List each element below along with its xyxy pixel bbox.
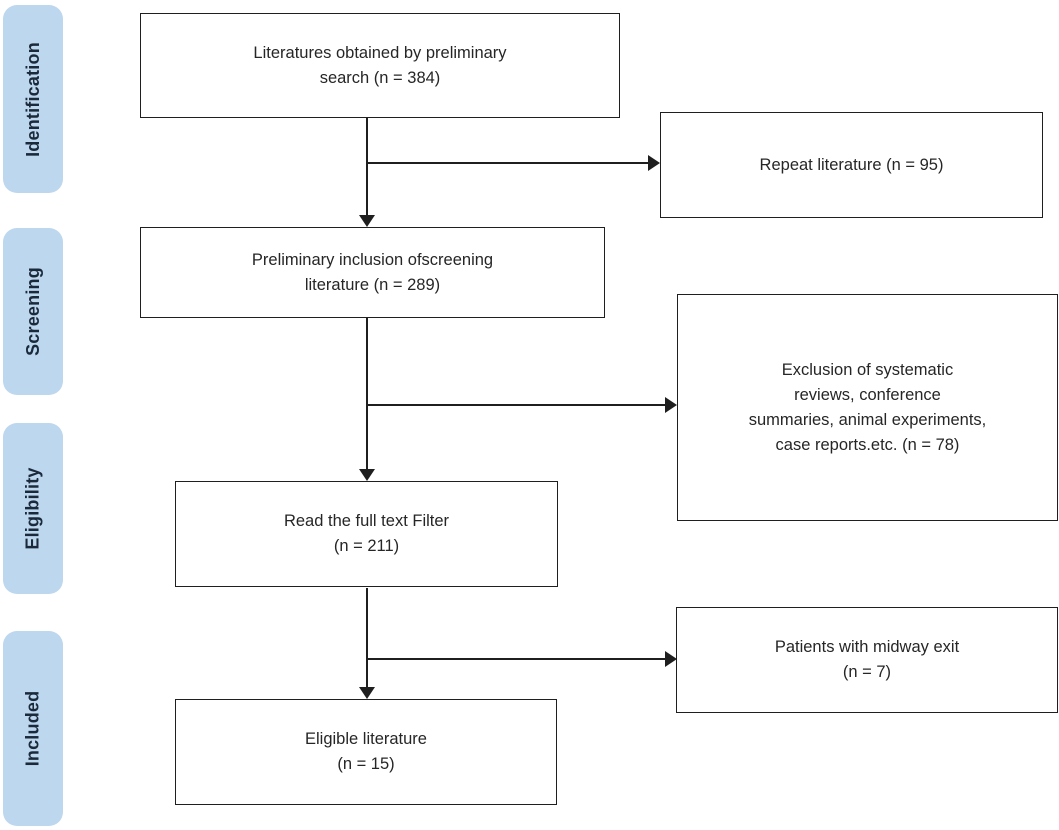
box-repeat-literature: Repeat literature (n = 95) [660,112,1043,218]
arrow-right-to-exclusion-icon [665,397,677,413]
box-eligible-literature: Eligible literature (n = 15) [175,699,557,805]
box-full-text-filter-text: Read the full text Filter (n = 211) [283,512,450,555]
box-exclusion: Exclusion of systematic reviews, confere… [677,294,1058,521]
box-eligible-literature-text: Eligible literature (n = 15) [305,730,427,773]
connector-search-to-screening-line [366,118,368,216]
stage-screening: Screening [3,228,63,395]
arrow-down-to-screening-icon [359,215,375,227]
arrow-down-to-eligible-icon [359,687,375,699]
arrow-down-to-fulltext-icon [359,469,375,481]
stage-identification: Identification [3,5,63,193]
box-midway-exit: Patients with midway exit (n = 7) [676,607,1058,713]
stage-screening-label: Screening [22,267,43,356]
box-preliminary-search-text: Literatures obtained by preliminary sear… [253,43,507,87]
stage-included: Included [3,631,63,826]
box-preliminary-inclusion: Preliminary inclusion ofscreening litera… [140,227,605,318]
connector-to-repeat-line [367,162,649,164]
arrow-right-to-midway-icon [665,651,677,667]
connector-screening-to-fulltext-line [366,318,368,470]
box-exclusion-text: Exclusion of systematic reviews, confere… [748,360,987,454]
stage-eligibility-label: Eligibility [22,467,43,550]
stage-eligibility: Eligibility [3,423,63,594]
box-preliminary-search: Literatures obtained by preliminary sear… [140,13,620,118]
box-preliminary-inclusion-text: Preliminary inclusion ofscreening litera… [251,250,494,294]
box-midway-exit-text: Patients with midway exit (n = 7) [774,638,960,681]
connector-to-exclusion-line [367,404,666,406]
stage-included-label: Included [22,690,43,767]
arrow-right-to-repeat-icon [648,155,660,171]
box-repeat-literature-text: Repeat literature (n = 95) [759,155,944,174]
stage-identification-label: Identification [22,41,43,157]
connector-to-midway-line [367,658,666,660]
connector-fulltext-to-eligible-line [366,588,368,688]
box-full-text-filter: Read the full text Filter (n = 211) [175,481,558,587]
